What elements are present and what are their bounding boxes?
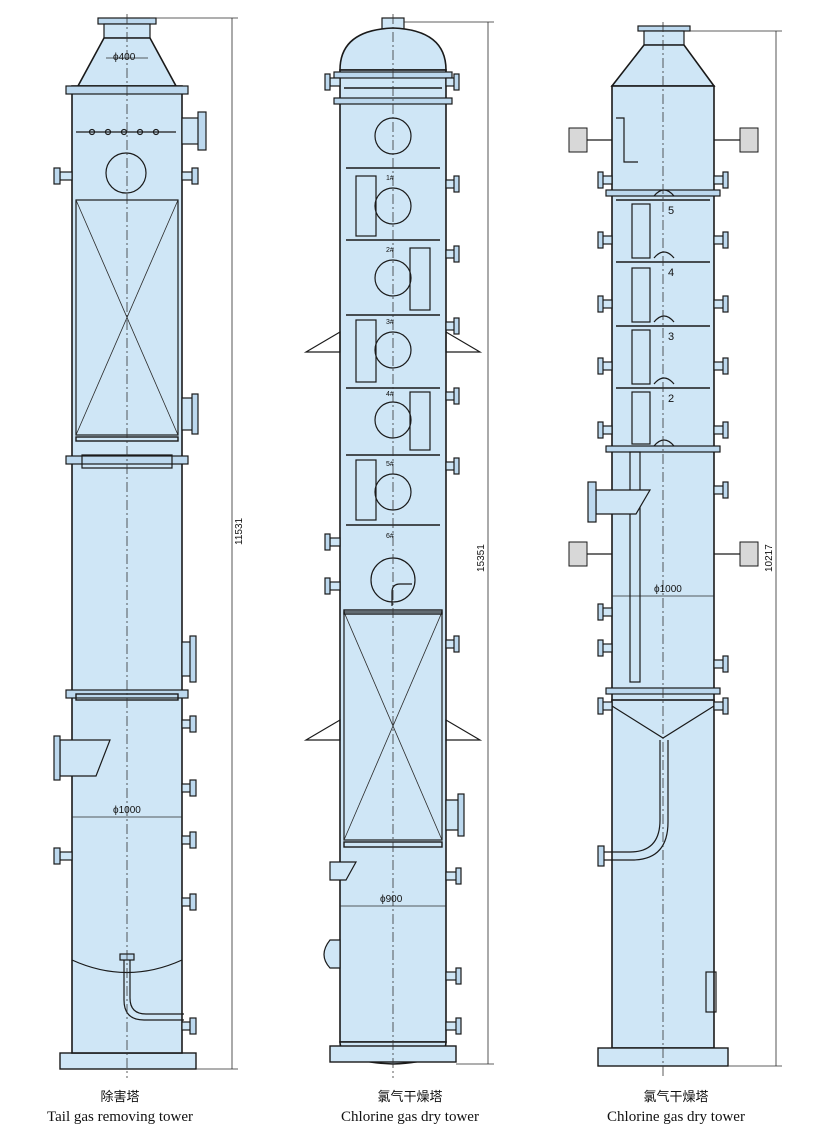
tower1-spray-nozzles — [88, 128, 160, 136]
tower2-lug-right-upper — [445, 330, 483, 353]
tower2-lug-left-lower — [303, 718, 341, 741]
chlorine-gas-dry-tower-right: 5 4 3 2 — [568, 22, 782, 1125]
tower2-lug-left-upper — [303, 330, 341, 353]
tower1-right-nozzles — [181, 111, 207, 1035]
tower3-top-flange — [637, 25, 691, 32]
tower3-side-nozzles — [587, 171, 729, 715]
tower3-shell-diameter: ϕ1000 — [654, 584, 682, 595]
tower3-level-gauge — [705, 971, 717, 1013]
tower2-tray-label-1: 1# — [386, 175, 394, 182]
tower2-lug-right-lower — [445, 718, 483, 741]
tower1-base — [59, 1052, 197, 1070]
tower2-tray-label-6: 6# — [386, 533, 394, 540]
tower2-height: 15351 — [476, 544, 487, 572]
tower2-tray-label-5: 5# — [386, 461, 394, 468]
tower3-top-pipe — [616, 117, 638, 163]
tower2-tray-label-2: 2# — [386, 247, 394, 254]
tower1-left-nozzles — [53, 167, 111, 865]
tower1-top-diameter: ϕ400 — [113, 52, 136, 63]
tower1-shell-diameter: ϕ1000 — [113, 805, 141, 816]
chlorine-gas-dry-tower-middle: 1# 2# 3# 4# 5# 6# — [303, 14, 494, 1125]
tower3-caption-cn: 氯气干燥塔 — [643, 1089, 708, 1105]
tower3-top-nozzle — [643, 30, 685, 46]
tower3-downpipe — [629, 451, 641, 683]
tower1-manhole — [105, 152, 147, 194]
tower2-shell-diameter: ϕ900 — [380, 894, 403, 905]
tower1-caption-cn: 除害塔 — [100, 1089, 139, 1105]
tower3-tray-number-3: 3 — [668, 331, 674, 343]
tower1-height: 11531 — [234, 517, 245, 545]
tower3-outlet-pipe — [604, 740, 661, 853]
tower2-caption-en: Chlorine gas dry tower — [341, 1109, 479, 1125]
tower1-outlet-pipe — [123, 960, 184, 1021]
tower3-tray-number-2: 2 — [668, 393, 674, 405]
tail-gas-removing-tower: ϕ400 ϕ1000 11531 除害塔 Tail gas removing t… — [47, 14, 245, 1125]
tower2-side-nozzles — [323, 73, 465, 1035]
tower2-tray-label-4: 4# — [386, 391, 394, 398]
tower3-instrument-boxes — [568, 127, 759, 567]
tower3-height: 10217 — [764, 544, 775, 572]
tower1-distributor — [81, 454, 173, 469]
tower3-tray-number-5: 5 — [668, 205, 674, 217]
tower3-tray-number-4: 4 — [668, 267, 674, 279]
tower2-inlet-pipe — [391, 583, 412, 606]
tower2-caption-cn: 氯气干燥塔 — [377, 1089, 442, 1105]
tower3-caption-en: Chlorine gas dry tower — [607, 1109, 745, 1125]
tower1-caption-en: Tail gas removing tower — [47, 1109, 193, 1125]
tower2-tray-label-3: 3# — [386, 319, 394, 326]
